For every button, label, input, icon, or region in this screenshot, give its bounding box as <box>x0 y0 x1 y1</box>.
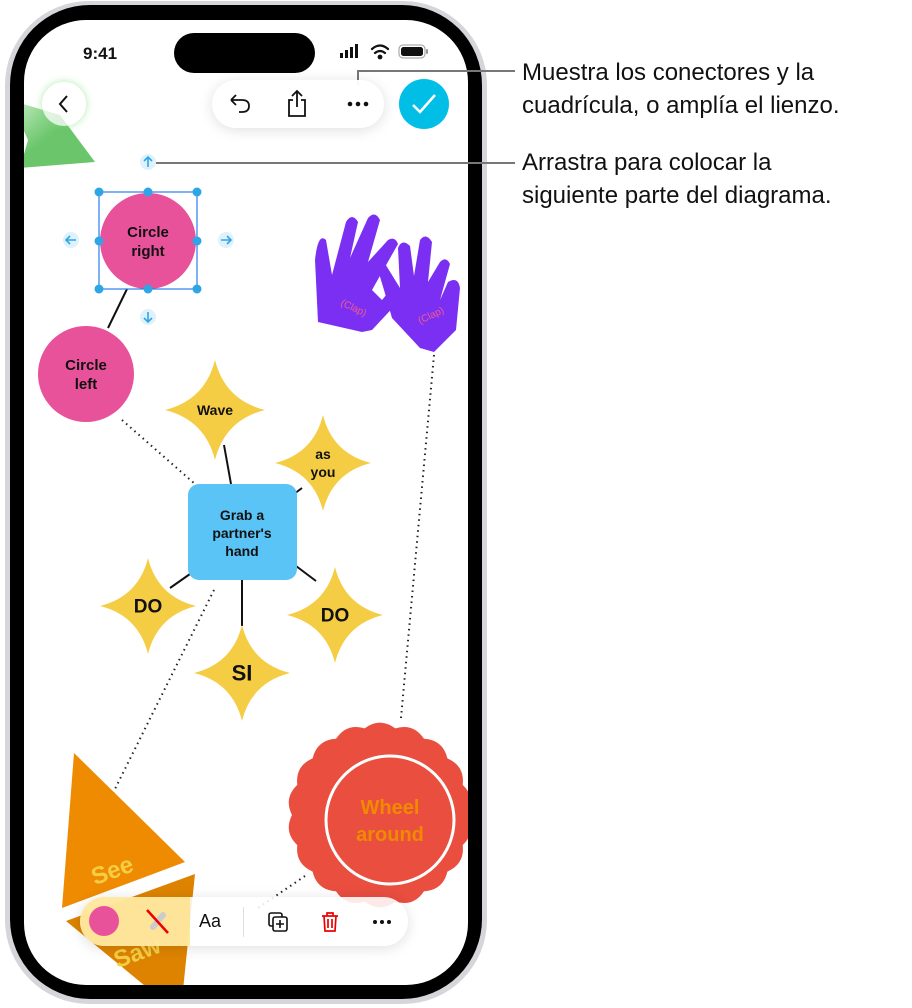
circle-left-label: left <box>75 376 98 393</box>
box-label: Grab a <box>220 507 265 523</box>
wheel-around-shape[interactable]: Wheel around <box>288 722 471 908</box>
ellipsis-icon <box>347 101 369 107</box>
star-shape[interactable]: SI <box>194 625 290 721</box>
green-arrow-shape[interactable] <box>10 100 95 168</box>
add-shape-arrows[interactable] <box>63 154 234 325</box>
star-shape[interactable]: Wave <box>165 360 265 460</box>
star-fill <box>287 567 383 663</box>
box-label: hand <box>225 543 258 559</box>
share-icon <box>288 89 306 117</box>
cellular-icon <box>340 44 358 58</box>
callout-drag-arrow: Arrastra para colocar la siguiente parte… <box>522 146 832 212</box>
star-label: as <box>315 446 331 462</box>
undo-icon <box>230 94 250 113</box>
resize-handle[interactable] <box>94 187 104 197</box>
resize-handle[interactable] <box>143 284 153 294</box>
top-toolbar <box>212 80 384 128</box>
arrow-up-icon[interactable] <box>140 154 156 170</box>
grab-partner-box[interactable]: Grab a partner's hand <box>188 484 297 580</box>
stroke-button[interactable] <box>142 906 172 936</box>
resize-handle[interactable] <box>192 187 202 197</box>
connectors <box>107 288 317 626</box>
undo-button[interactable] <box>220 84 260 124</box>
ellipsis-icon <box>373 920 391 924</box>
wifi-icon <box>370 44 390 60</box>
arrow-left-icon[interactable] <box>63 232 79 248</box>
callout-text: Muestra los conectores y la <box>522 59 815 86</box>
arrow-down-icon[interactable] <box>140 309 156 325</box>
chevron-left-icon <box>58 95 68 113</box>
more-options-button[interactable] <box>338 84 378 124</box>
star-fill <box>194 625 290 721</box>
star-shape[interactable]: as you <box>275 415 371 511</box>
circle-right-label: right <box>131 243 164 260</box>
resize-handle[interactable] <box>94 284 104 294</box>
duplicate-button[interactable] <box>263 907 293 937</box>
trash-icon <box>322 912 338 932</box>
star-fill <box>275 415 371 511</box>
battery-icon <box>398 44 428 59</box>
star-label: DO <box>321 606 350 627</box>
star-label: DO <box>134 597 163 618</box>
text-style-button[interactable]: Aa <box>198 910 222 931</box>
star-shape[interactable]: DO <box>100 558 196 654</box>
divider <box>243 907 244 937</box>
resize-handle[interactable] <box>143 187 153 197</box>
resize-handle[interactable] <box>94 236 104 246</box>
selection-box[interactable] <box>94 187 202 294</box>
dynamic-island <box>174 33 315 73</box>
star-label: Wave <box>197 402 233 418</box>
callout-more-options: Muestra los conectores y la cuadrícula, … <box>522 56 840 122</box>
star-fill <box>100 558 196 654</box>
wheel-label: Wheel <box>361 797 420 819</box>
duplicate-icon <box>268 912 288 932</box>
star-label: you <box>311 464 336 480</box>
wheel-label: around <box>356 824 424 846</box>
callout-text: Arrastra para colocar la <box>522 149 772 176</box>
clapping-hands-shape[interactable]: (Clap) (Clap) <box>315 214 460 352</box>
resize-handle[interactable] <box>192 236 202 246</box>
more-button[interactable] <box>367 907 397 937</box>
circle-right-label: Circle <box>127 224 169 241</box>
resize-handle[interactable] <box>192 284 202 294</box>
callout-text: siguiente parte del diagrama. <box>522 182 832 209</box>
bottom-toolbar: Aa <box>80 897 408 946</box>
share-button[interactable] <box>277 83 317 125</box>
status-time: 9:41 <box>83 44 118 63</box>
circle-left-label: Circle <box>65 357 107 374</box>
star-label: SI <box>232 661 253 686</box>
circle-left-shape[interactable]: Circle left <box>38 326 134 422</box>
circle-right-shape[interactable]: Circle right <box>100 193 196 289</box>
star-fill <box>165 360 265 460</box>
star-shape[interactable]: DO <box>287 567 383 663</box>
arrow-right-icon[interactable] <box>218 232 234 248</box>
back-button[interactable] <box>42 82 86 126</box>
fill-color-button[interactable] <box>89 906 119 936</box>
callout-text: cuadrícula, o amplía el lienzo. <box>522 92 840 119</box>
box-label: partner's <box>212 525 272 541</box>
delete-button[interactable] <box>315 907 345 937</box>
checkmark-icon <box>412 94 436 114</box>
no-stroke-icon <box>146 909 169 934</box>
done-button[interactable] <box>399 79 449 129</box>
